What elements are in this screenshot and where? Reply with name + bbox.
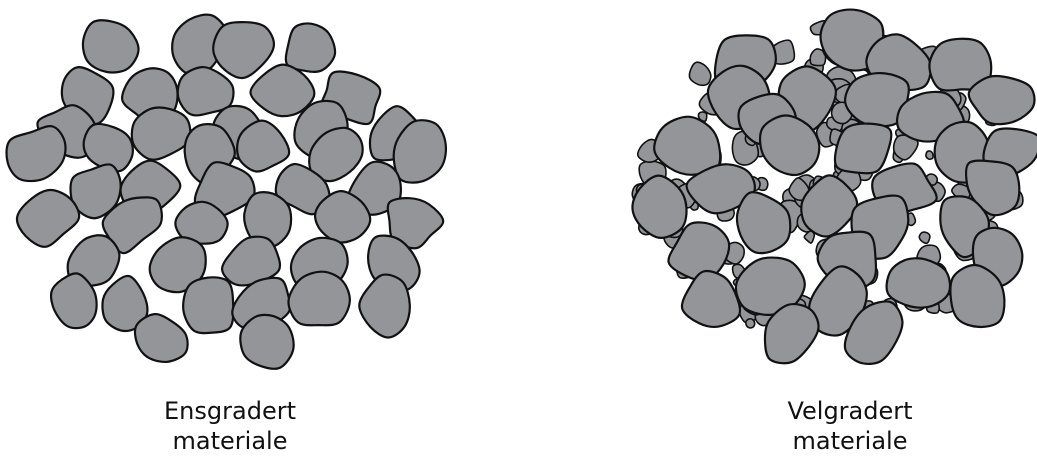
caption-wellgraded-line2: materiale xyxy=(720,426,980,456)
stone xyxy=(17,190,79,247)
stone xyxy=(286,23,335,71)
pebble xyxy=(919,232,930,243)
stone xyxy=(213,22,274,78)
stone xyxy=(250,65,314,117)
uniformly-graded-aggregate xyxy=(7,15,446,369)
stone xyxy=(682,271,740,327)
stone xyxy=(135,314,188,362)
stone xyxy=(183,277,233,333)
caption-wellgraded: Velgradert materiale xyxy=(720,396,980,456)
stone xyxy=(237,121,289,172)
stone xyxy=(240,315,293,369)
stones-illustration xyxy=(0,0,1037,390)
caption-wellgraded-line1: Velgradert xyxy=(720,396,980,426)
caption-uniform-line2: materiale xyxy=(100,426,360,456)
stone xyxy=(835,124,891,174)
stone xyxy=(969,76,1035,124)
stone xyxy=(737,192,790,253)
pebble xyxy=(746,319,755,328)
well-graded-aggregate xyxy=(632,10,1037,364)
stone xyxy=(132,108,191,160)
pebble xyxy=(689,62,710,85)
stone xyxy=(887,258,950,307)
stone xyxy=(359,275,410,338)
stone xyxy=(7,126,66,181)
stone xyxy=(83,20,139,72)
caption-uniform-line1: Ensgradert xyxy=(100,396,360,426)
caption-uniform: Ensgradert materiale xyxy=(100,396,360,456)
pebble xyxy=(926,151,933,159)
